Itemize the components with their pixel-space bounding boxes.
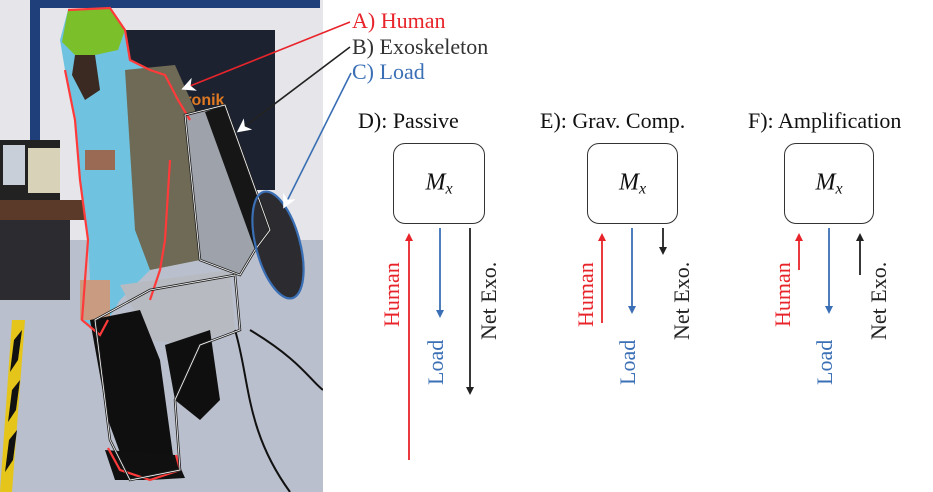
arrow-label-net-exo: Net Exo. [669, 261, 694, 340]
arrow-label-net-exo: Net Exo. [476, 261, 501, 340]
legend-human: A) Human [352, 8, 446, 33]
arrow-label-load: Load [615, 339, 640, 385]
mass-label: Mx [815, 169, 843, 197]
exoskeleton-photo: tronik [0, 0, 323, 492]
panel-title-amplification: F): Amplification [748, 108, 902, 133]
mass-label: Mx [425, 169, 453, 197]
legend-exoskeleton: B) Exoskeleton [352, 34, 489, 59]
arrow-label-human: Human [770, 262, 795, 327]
mass-box-passive: Mx [393, 143, 485, 224]
panel-title-passive: D): Passive [358, 108, 459, 133]
arrow-label-load: Load [812, 339, 837, 385]
mass-box-amplification: Mx [784, 143, 874, 224]
panel-title-grav-comp: E): Grav. Comp. [540, 108, 686, 133]
arrow-label-human: Human [573, 262, 598, 327]
arrow-label-load: Load [423, 339, 448, 385]
mass-label: Mx [618, 169, 647, 197]
arrow-label-net-exo: Net Exo. [866, 261, 891, 340]
legend-load: C) Load [352, 59, 425, 84]
mass-box-grav-comp: Mx [587, 143, 678, 224]
arrow-label-human: Human [379, 262, 404, 327]
